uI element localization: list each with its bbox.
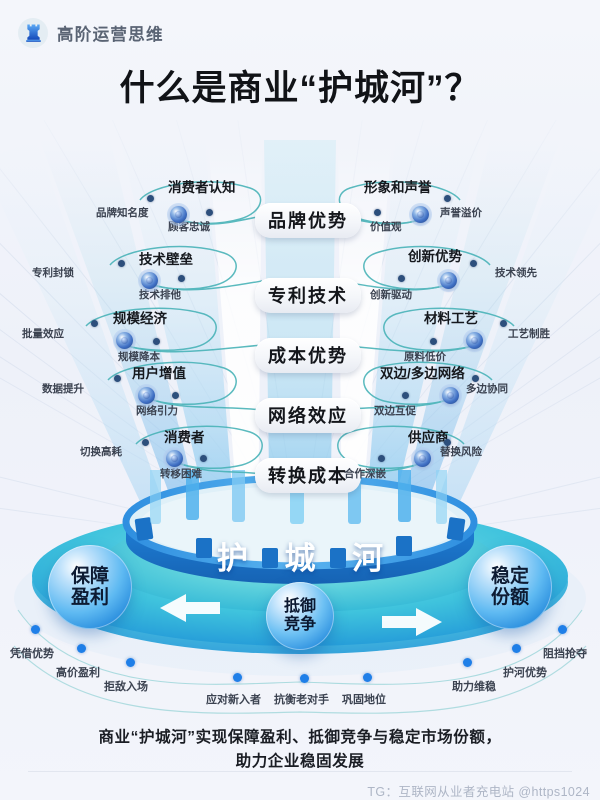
branch-dot-icon [402,392,409,399]
left-branch-outer-1: 专利封锁 [32,267,74,279]
right-branch-inner-3: 双边互促 [374,405,416,417]
branch-dot-icon [114,375,121,382]
outcome-sphere-left[interactable]: 保障 盈利 [48,545,132,629]
branch-dot-icon [118,260,125,267]
watermark: TG：互联网从业者充电站 @https1024 [367,785,590,799]
outcome-label-left-2: 拒敌入场 [104,681,148,693]
outcome-label-right-2: 阻挡抢夺 [543,648,587,660]
outcome-dot-icon [233,673,242,682]
outcome-label-left-1: 高价盈利 [56,667,100,679]
outcome-label-left-0: 凭借优势 [10,648,54,660]
right-branch-title-0: 形象和声誉 [364,180,432,195]
sphere-center-line2: 竞争 [283,616,316,633]
left-branch-outer-2: 批量效应 [22,328,64,340]
footer-divider [28,771,572,772]
left-branch-title-1: 技术壁垒 [139,252,193,267]
right-branch-outer-0: 声誉溢价 [440,207,482,219]
outcome-dot-icon [512,644,521,653]
branch-dot-icon [178,275,185,282]
sphere-right-line1: 稳定 [490,565,529,587]
branch-dot-icon [172,392,179,399]
branch-node-icon [440,272,457,289]
footer-caption-line2: 助力企业稳固发展 [235,753,365,771]
outcome-sphere-right[interactable]: 稳定 份额 [468,545,552,629]
right-branch-title-4: 供应商 [408,430,449,445]
sphere-left-line1: 保障 [70,565,109,587]
left-branch-outer-0: 品牌知名度 [96,207,149,219]
branch-dot-icon [500,320,507,327]
outcome-dot-icon [31,625,40,634]
right-branch-title-1: 创新优势 [408,249,462,264]
left-branch-title-3: 用户增值 [132,366,186,381]
branch-node-icon [166,450,183,467]
left-branch-title-4: 消费者 [164,430,205,445]
left-branch-outer-3: 数据提升 [42,383,84,395]
outcome-dot-icon [300,674,309,683]
branch-dot-icon [374,209,381,216]
right-branch-title-3: 双边/多边网络 [380,366,465,381]
center-pill-3[interactable]: 网络效应 [255,398,361,433]
branch-dot-icon [378,455,385,462]
left-branch-outer-4: 切换高耗 [80,446,122,458]
branch-dot-icon [472,375,479,382]
branch-dot-icon [147,195,154,202]
right-branch-title-2: 材料工艺 [424,311,478,326]
branch-node-icon [116,332,133,349]
branch-dot-icon [430,338,437,345]
outcome-label-center-2: 巩固地位 [342,694,386,706]
outcome-label-center-1: 抗衡老对手 [274,694,329,706]
outcome-label-right-0: 助力维稳 [452,681,496,693]
center-pill-1[interactable]: 专利技术 [255,278,361,313]
outcome-label-center-0: 应对新入者 [206,694,261,706]
outcome-label-right-1: 护河优势 [503,667,547,679]
branch-dot-icon [398,275,405,282]
brand-name: 高阶运营思维 [57,26,164,44]
footer-caption: 商业“护城河”实现保障盈利、抵御竞争与稳定市场份额， 助力企业稳固发展 [0,726,600,774]
branch-dot-icon [91,320,98,327]
left-branch-title-0: 消费者认知 [168,180,236,195]
branch-node-icon [170,206,187,223]
footer-caption-line1: 商业“护城河”实现保障盈利、抵御竞争与稳定市场份额， [98,729,502,746]
left-branch-inner-3: 网络引力 [136,405,178,417]
sphere-center-line1: 抵御 [283,598,316,616]
outcome-dot-icon [363,673,372,682]
branch-dot-icon [200,455,207,462]
right-branch-outer-3: 多边协同 [466,383,508,395]
right-branch-outer-4: 替换风险 [440,446,482,458]
right-branch-outer-1: 技术领先 [495,267,537,279]
right-branch-outer-2: 工艺制胜 [508,328,550,340]
left-branch-inner-4: 转移困难 [160,468,202,480]
right-branch-inner-4: 合作深嵌 [344,468,386,480]
outcome-dot-icon [77,644,86,653]
branch-node-icon [414,450,431,467]
outcome-dot-icon [558,625,567,634]
header-brand: 高阶运营思维 [18,18,164,48]
branch-dot-icon [142,439,149,446]
left-branch-inner-1: 技术排他 [139,289,181,301]
branch-dot-icon [153,338,160,345]
moat-label: 护 城 河 [216,541,398,576]
branch-dot-icon [444,439,451,446]
outcome-dot-icon [126,658,135,667]
right-branch-inner-0: 价值观 [370,221,402,233]
branch-node-icon [466,332,483,349]
branch-dot-icon [444,195,451,202]
center-pill-2[interactable]: 成本优势 [255,338,361,373]
page-title: 什么是商业“护城河”？ [119,69,481,108]
chess-rook-icon [18,18,48,48]
branch-dot-icon [206,209,213,216]
branch-node-icon [442,387,459,404]
right-branch-inner-1: 创新驱动 [370,289,412,301]
sphere-left-line2: 盈利 [70,587,109,608]
sphere-right-line2: 份额 [490,587,529,608]
outcome-dot-icon [463,658,472,667]
branch-node-icon [141,272,158,289]
branch-dot-icon [470,260,477,267]
left-branch-title-2: 规模经济 [113,311,167,326]
branch-node-icon [138,387,155,404]
center-pill-0[interactable]: 品牌优势 [255,203,361,238]
branch-node-icon [412,206,429,223]
outcome-sphere-center[interactable]: 抵御 竞争 [266,582,334,650]
